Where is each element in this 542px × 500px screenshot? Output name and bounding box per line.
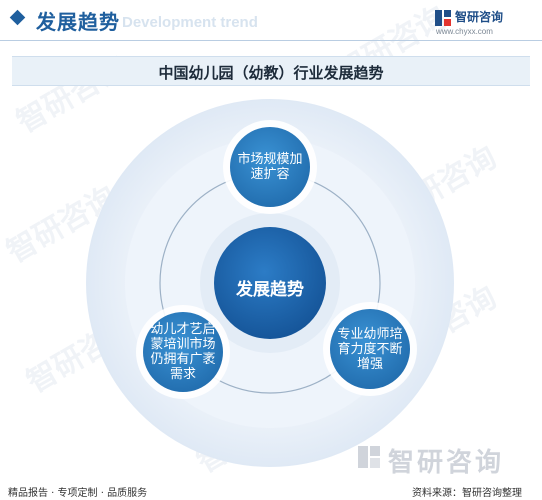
node-top-line2: 速扩容: [250, 167, 290, 182]
node-right-line2: 育力度不断: [337, 342, 403, 357]
trend-diagram: 发展趋势 市场规模加 速扩容 专业幼师培 育力度不断 增强 幼儿才艺启 蒙培训市…: [0, 90, 542, 470]
center-label: 发展趋势: [236, 280, 304, 300]
header-subtitle: Development trend: [122, 14, 258, 31]
brand-logo: 智研咨询 www.chyxx.com: [434, 8, 530, 38]
header-title: 发展趋势: [36, 10, 120, 34]
node-right-line3: 增强: [356, 357, 383, 372]
node-right-label: 专业幼师培 育力度不断 增强: [328, 327, 412, 372]
brand-mark-icon: [435, 10, 451, 26]
diamond-icon: [9, 9, 26, 26]
header-divider: [0, 40, 542, 41]
footer-source: 资料来源：智研咨询整理: [412, 488, 522, 499]
node-left-line2: 蒙培训市场: [150, 337, 216, 352]
footer-slogan: 精品报告 · 专项定制 · 品质服务: [8, 488, 148, 499]
node-right: [330, 309, 410, 389]
brand-name: 智研咨询: [455, 10, 504, 24]
node-right-line1: 专业幼师培: [337, 327, 403, 342]
chart-title: 中国幼儿园（幼教）行业发展趋势: [158, 64, 384, 82]
watermark-logo-icon: [358, 446, 380, 468]
node-left: [143, 312, 223, 392]
node-top: [230, 127, 310, 207]
node-left-line1: 幼儿才艺启: [150, 322, 216, 337]
chart-title-bar: 中国幼儿园（幼教）行业发展趋势: [12, 56, 530, 86]
center-circle: [214, 227, 326, 339]
node-top-line1: 市场规模加: [237, 152, 303, 167]
node-left-label: 幼儿才艺启 蒙培训市场 仍拥有广袤 需求: [141, 322, 225, 382]
page-header: Development trend 发展趋势 智研咨询 www.chyxx.co…: [0, 0, 542, 41]
brand-url: www.chyxx.com: [436, 27, 493, 36]
watermark-brand-large: 智研咨询: [388, 448, 505, 478]
node-left-line3: 仍拥有广袤: [150, 352, 216, 367]
page-footer: 精品报告 · 专项定制 · 品质服务 资料来源：智研咨询整理: [0, 480, 542, 500]
diagram-graphic: [86, 99, 454, 467]
node-top-label: 市场规模加 速扩容: [228, 152, 312, 182]
node-left-line4: 需求: [169, 367, 196, 382]
